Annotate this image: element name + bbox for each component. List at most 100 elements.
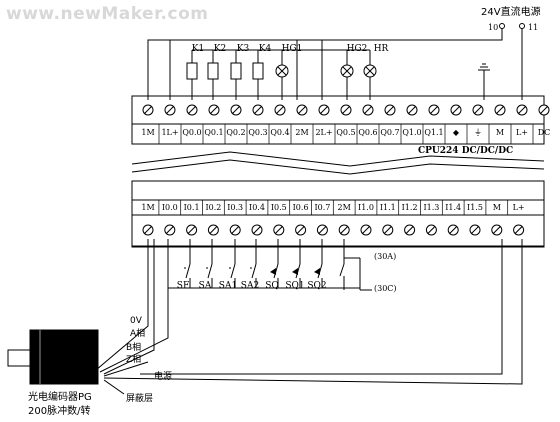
input-label-sq2: SQ2: [307, 281, 327, 291]
top-terminal-label: Q0.1: [204, 128, 224, 137]
bottom-terminal-label: 1M: [141, 203, 155, 212]
top-label-dividers: [158, 124, 534, 144]
terminal-screw-slot: [492, 226, 501, 234]
terminal-screw-slot: [471, 226, 479, 234]
terminal-screw-slot: [144, 106, 152, 114]
shield-label: 屏蔽层: [126, 394, 154, 404]
input-label-sa: SA: [198, 281, 212, 291]
top-terminal-label: Q0.4: [270, 128, 290, 137]
bottom-terminal-label: I0.7: [314, 203, 331, 212]
wire-common-return: [330, 287, 361, 290]
top-terminal-label: DC: [537, 128, 551, 137]
bottom-terminal-label: L+: [512, 203, 525, 212]
bottom-terminal-label: I0.6: [292, 203, 309, 212]
bottom-terminal-label: I0.1: [183, 203, 200, 212]
plc-model-label: CPU224 DC/DC/DC: [418, 146, 514, 156]
switch-sf: [184, 263, 191, 279]
terminal-screw-slot: [386, 106, 394, 114]
terminal-screw-slot: [427, 226, 436, 234]
bottom-terminal-label: I0.2: [205, 203, 222, 212]
terminal-screw-slot: [383, 226, 392, 234]
top-terminal-label: 1L+: [161, 128, 179, 137]
terminal-screw-slot: [209, 226, 218, 234]
encoder-shaft: [7, 349, 31, 367]
bottom-terminal-label: I0.0: [161, 203, 178, 212]
wire-label-b: B相: [126, 343, 142, 353]
top-terminal-label: ◆: [452, 128, 460, 137]
terminal-screw-slot: [518, 106, 526, 114]
wire-label-0v: 0V: [130, 316, 142, 326]
supply-terminal-11: [519, 23, 525, 29]
input-label-sa2: SA2: [240, 281, 260, 291]
terminal-screw-slot: [452, 106, 460, 114]
output-label-k2: K2: [213, 44, 227, 54]
terminal-screw-slot: [276, 106, 284, 114]
terminal-screw-slot: [166, 106, 174, 114]
input-label-sa1: SA1: [218, 281, 238, 291]
terminal-screw-slot: [430, 106, 438, 114]
top-terminal-label: 2L+: [315, 128, 333, 137]
switch-sa2: [250, 263, 257, 279]
terminal-screw-slot: [449, 226, 458, 234]
relay-coil-k4: [252, 62, 264, 80]
terminal-screw-slot: [364, 106, 372, 114]
terminal-screw-slot: [232, 106, 240, 114]
relay-coil-k3: [230, 62, 242, 80]
switch-sa1: [229, 263, 236, 279]
contact-label-30a: (30A): [374, 252, 397, 261]
terminal-screw-slot: [474, 106, 482, 114]
bottom-terminal-label: I1.4: [445, 203, 462, 212]
wire-label-a: A相: [130, 329, 146, 339]
encoder-spec: 200脉冲数/转: [28, 406, 91, 417]
break-mark-top: [131, 151, 545, 167]
terminal-screw-slot: [362, 226, 370, 234]
terminal-screw-slot: [253, 226, 261, 234]
top-terminal-label: Q0.5: [336, 128, 356, 137]
wire-a-phase: [99, 290, 169, 373]
switch-sa: [206, 263, 213, 279]
terminal-screw-slot: [318, 226, 327, 234]
lamp-hr: [363, 64, 377, 78]
supply-terminal-a-label: 10: [488, 23, 499, 32]
watermark: www.newMaker.com: [6, 4, 209, 24]
top-terminal-label: 1M: [141, 128, 155, 137]
top-terminal-label: Q0.6: [358, 128, 378, 137]
terminal-screw-slot: [144, 226, 152, 234]
top-terminal-label: Q1.1: [424, 128, 444, 137]
output-label-k1: K1: [191, 44, 205, 54]
wire-b-phase: [103, 239, 155, 375]
top-terminal-label: M: [495, 128, 505, 137]
top-terminal-label: Q1.0: [402, 128, 422, 137]
terminal-screw-slot: [298, 106, 306, 114]
terminal-screw-slot: [340, 226, 349, 234]
output-label-hg2: HG2: [346, 44, 368, 54]
bottom-label-dividers: [158, 200, 509, 215]
terminal-screw-slot: [405, 226, 414, 234]
output-label-k3: K3: [236, 44, 250, 54]
terminal-screw-slot: [514, 226, 523, 234]
input-label-sq: SQ: [265, 281, 279, 291]
lamp-hg1: [275, 64, 289, 78]
top-module-frame: [131, 95, 545, 145]
top-terminal-label: 2M: [295, 128, 309, 137]
bottom-terminal-label: I1.0: [358, 203, 374, 212]
terminal-screw-slot: [254, 106, 262, 114]
contact-label-30c: (30C): [374, 284, 397, 293]
supply-terminal-10: [499, 23, 505, 29]
break-mark-bottom: [131, 159, 545, 175]
terminal-screw-slot: [296, 226, 305, 234]
bottom-terminal-label: I1.3: [423, 203, 440, 212]
terminal-screw-slot: [540, 106, 548, 114]
supply-terminal-b-label: 11: [528, 23, 539, 32]
bottom-terminal-label: I1.1: [379, 203, 396, 212]
input-label-sf: SF: [176, 281, 190, 291]
top-terminal-screws: [142, 104, 550, 116]
bottom-terminal-screws: [142, 224, 525, 236]
encoder-body: [29, 329, 99, 385]
terminal-screw-slot: [231, 226, 240, 234]
wire-supply-negative: [147, 28, 503, 100]
bottom-terminal-label: M: [492, 203, 501, 212]
bottom-terminal-label: I1.2: [401, 203, 418, 212]
top-terminal-label: Q0.0: [182, 128, 202, 137]
